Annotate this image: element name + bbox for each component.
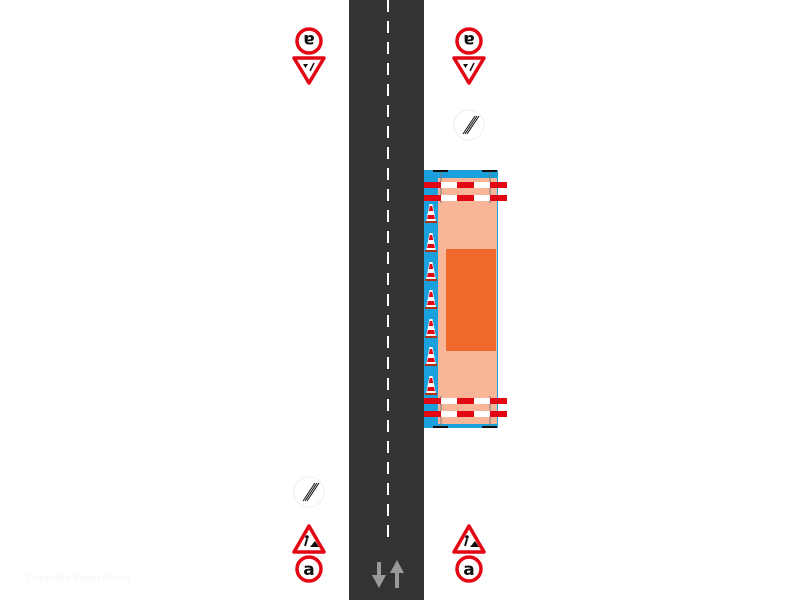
- svg-text:a: a: [463, 30, 474, 50]
- distance-plate-a-icon: a a: [295, 555, 483, 583]
- svg-text:a: a: [463, 560, 474, 580]
- svg-text:a: a: [303, 30, 314, 50]
- watermark: Copyright Visser Assen: [27, 573, 131, 584]
- distance-plate-a-icon: a a: [295, 27, 483, 55]
- svg-text:a: a: [303, 560, 314, 580]
- work-zone: [424, 170, 498, 428]
- two-way-arrows-icon: [372, 560, 404, 588]
- road: [349, 0, 424, 600]
